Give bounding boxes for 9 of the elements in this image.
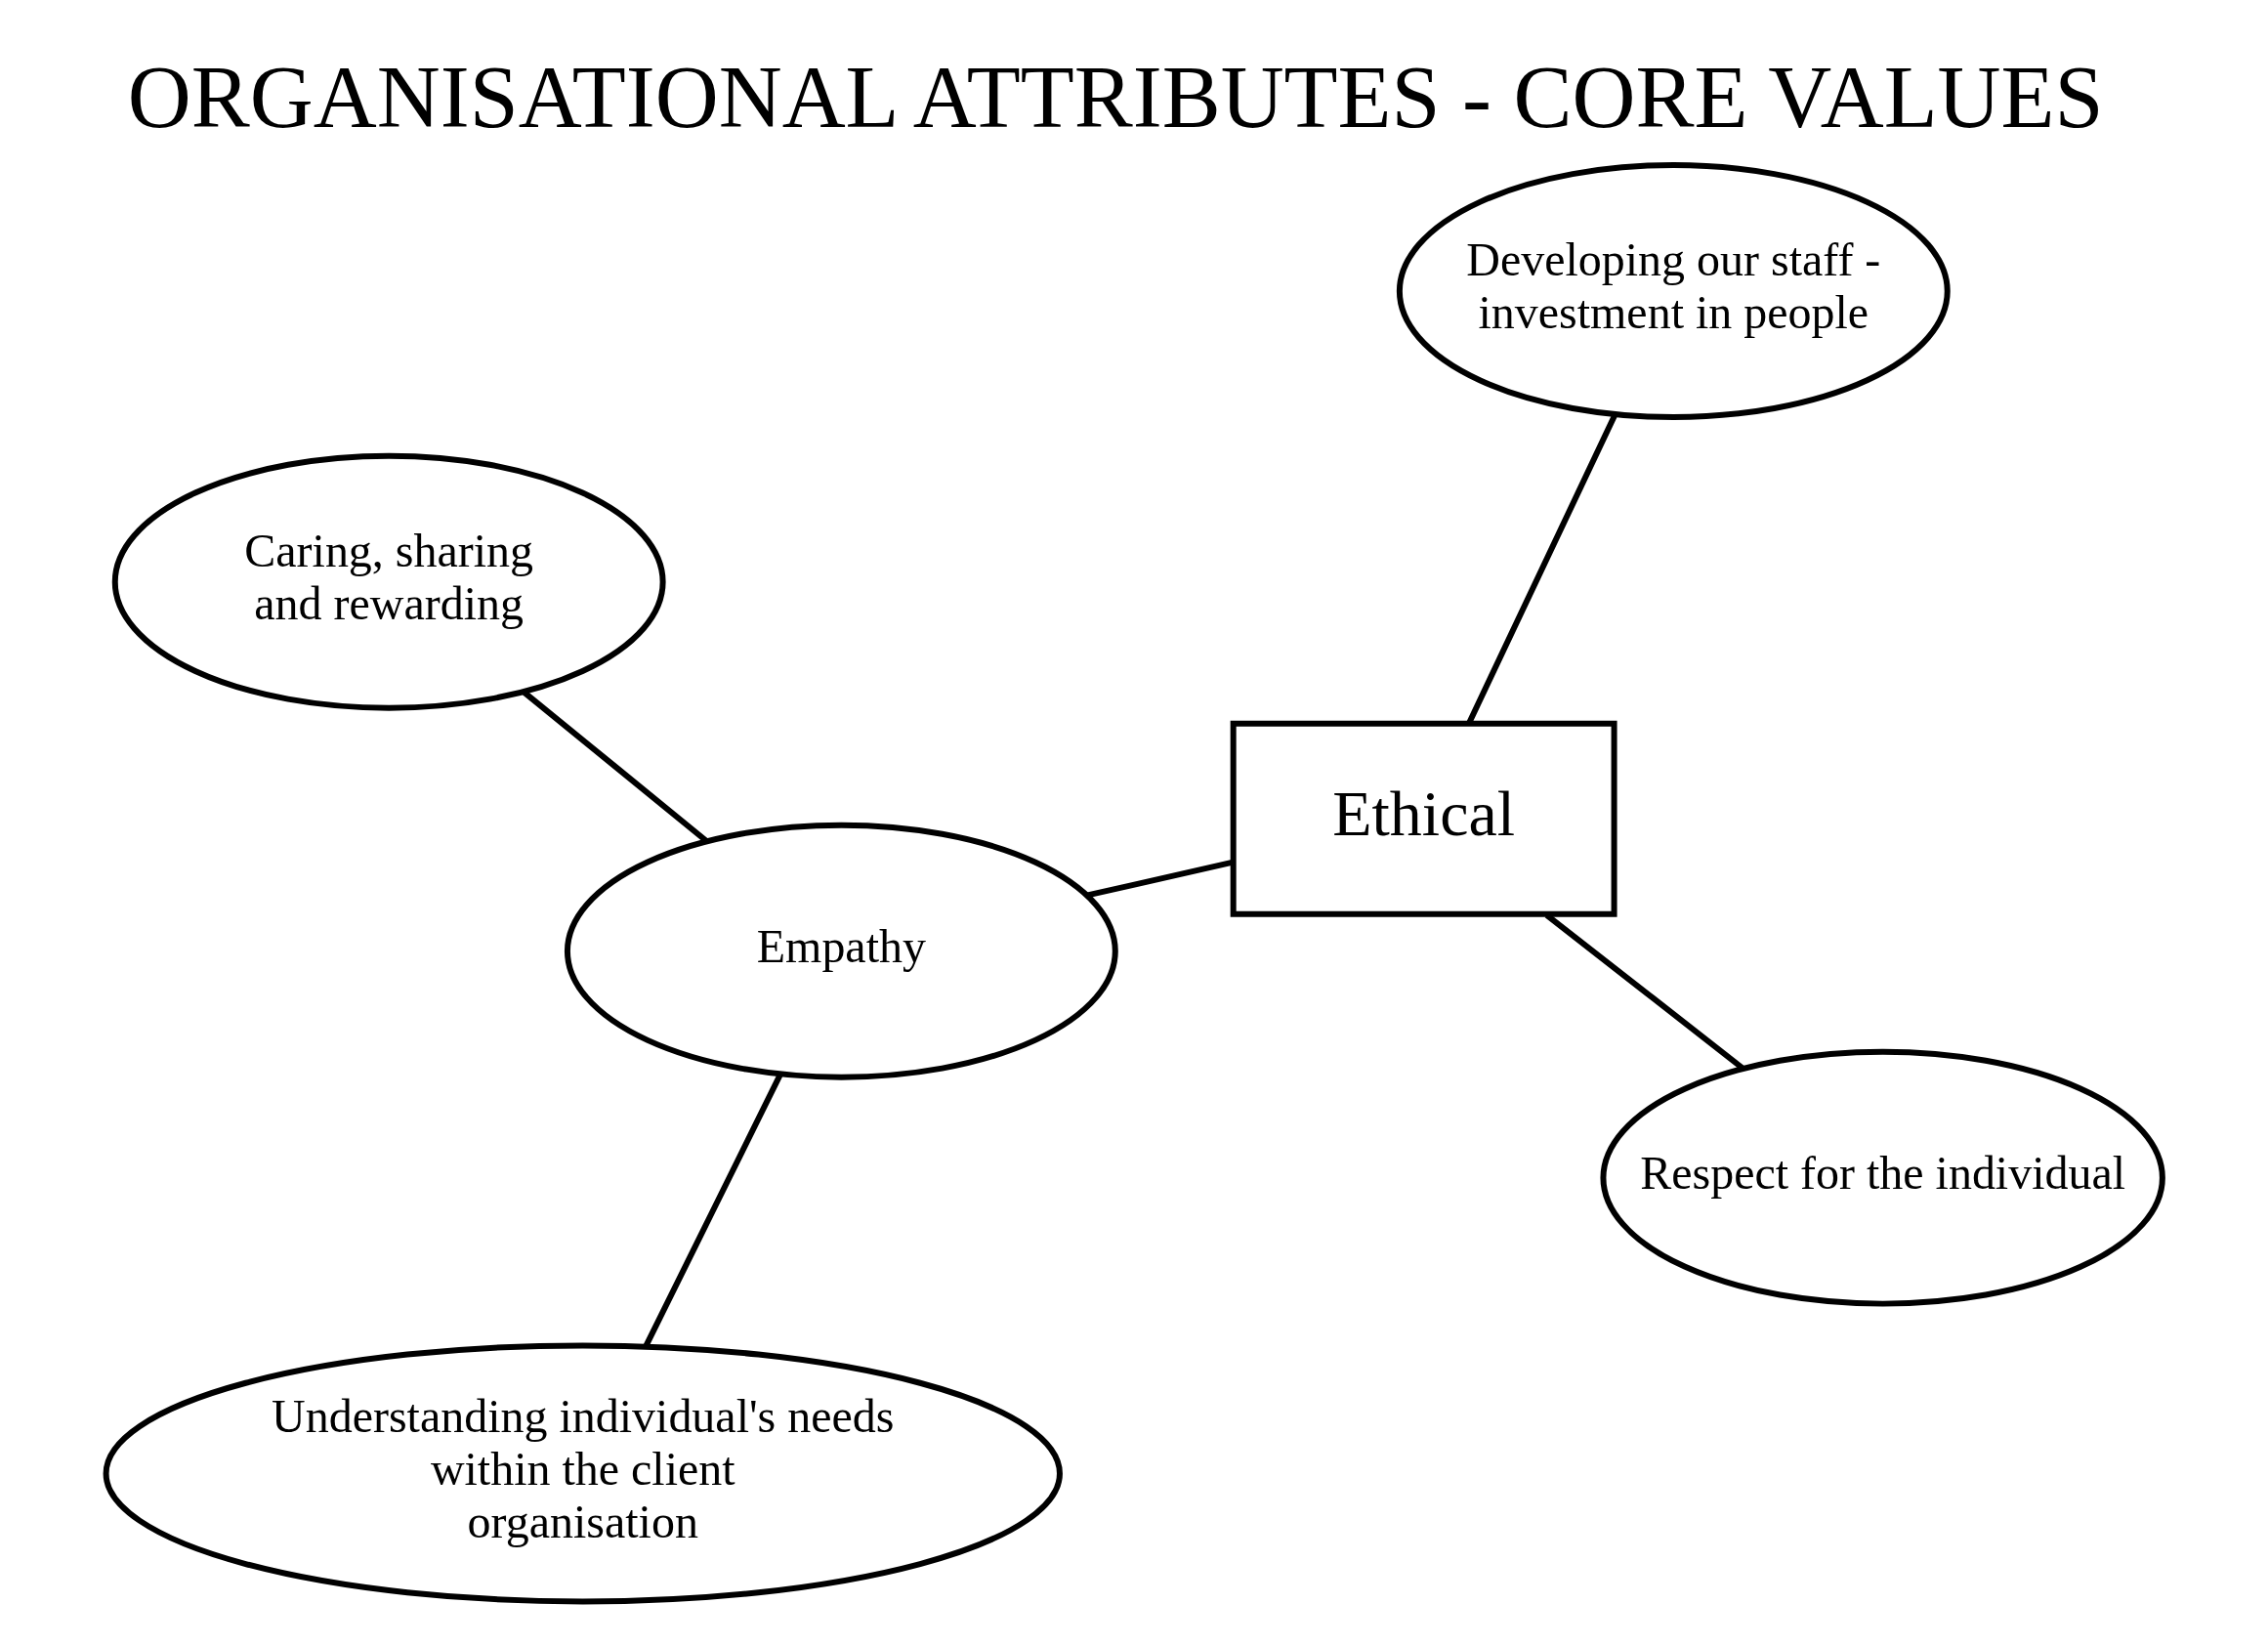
node-ellipse: Respect for the individual [1599,1048,2165,1307]
node-ellipse: Developing our staff - investment in people [1396,161,1951,420]
node-ellipse: Understanding individual's needs within the client organisation [103,1341,1063,1604]
node-ellipse: Empathy [564,822,1118,1080]
connector [643,1073,782,1347]
node-ellipse: Caring, sharing and rewarding [111,452,666,711]
node-box: Ethical [1230,720,1617,917]
connector [1086,859,1234,898]
diagram-title: ORGANISATIONAL ATTRIBUTES - CORE VALUES [127,48,2104,146]
